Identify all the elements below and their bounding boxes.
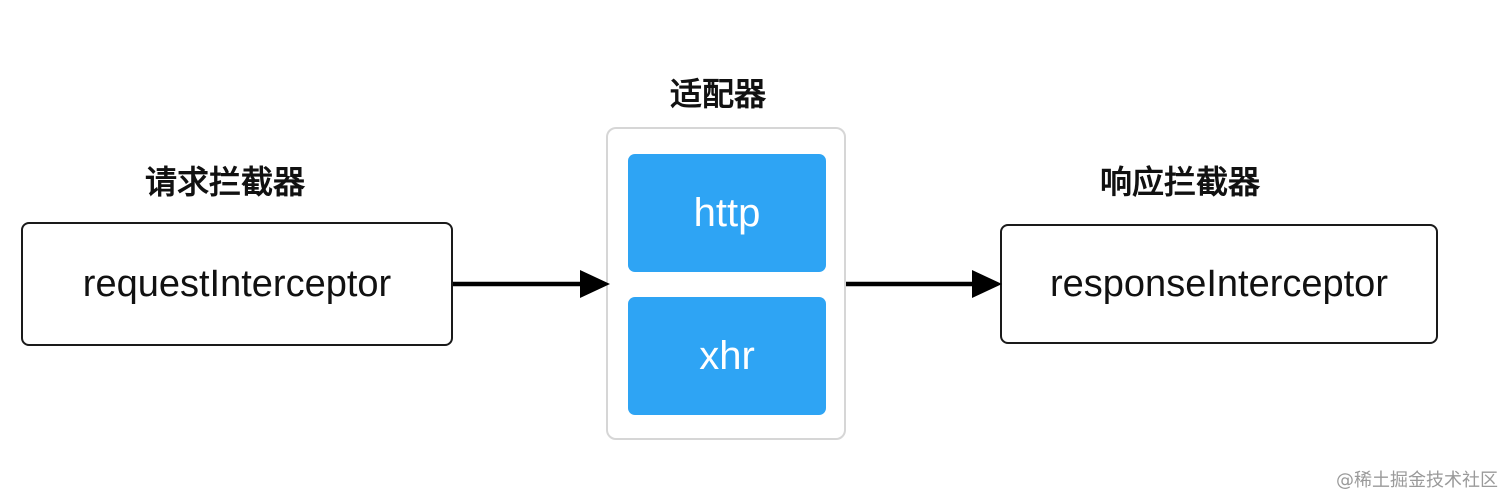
adapter-item-xhr-label: xhr [699,333,755,378]
arrow-adapter-to-response [846,270,1002,298]
request-interceptor-box: requestInterceptor [21,222,453,346]
arrow-request-to-adapter [453,270,610,298]
adapter-panel: http xhr [606,127,846,440]
response-interceptor-title: 响应拦截器 [1100,163,1261,201]
watermark: @稀土掘金技术社区 [1336,470,1498,491]
request-interceptor-title: 请求拦截器 [145,163,306,201]
adapter-item-http: http [628,154,826,272]
response-interceptor-box: responseInterceptor [1000,224,1438,344]
adapter-title: 适配器 [670,75,767,113]
request-interceptor-label: requestInterceptor [82,262,392,305]
adapter-item-xhr: xhr [628,297,826,415]
adapter-item-http-label: http [693,190,761,235]
response-interceptor-label: responseInterceptor [1050,262,1388,305]
